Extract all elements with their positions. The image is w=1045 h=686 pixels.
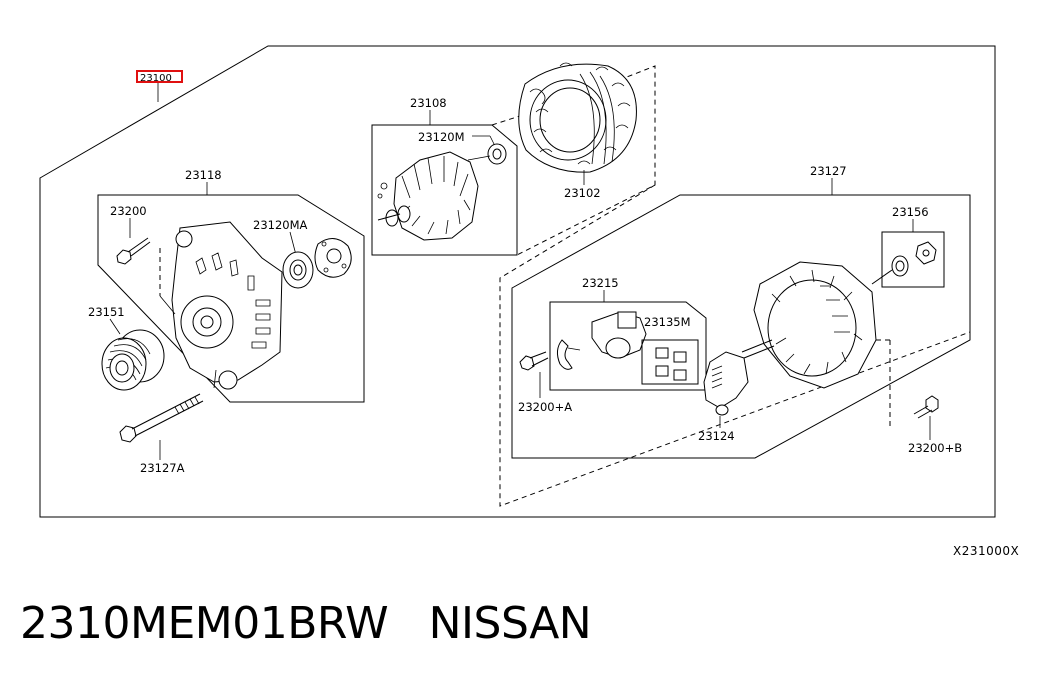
brush-23135M-part (655, 347, 687, 381)
assembly-number-box[interactable] (136, 70, 183, 83)
label-screw-b[interactable]: 23200+B (908, 441, 962, 455)
label-nut-assy[interactable]: 23156 (892, 205, 929, 219)
rotor-23108-part (377, 151, 479, 241)
rectifier-23124-part (703, 339, 775, 416)
label-rectifier[interactable]: 23124 (698, 429, 735, 443)
label-stator[interactable]: 23102 (564, 186, 601, 200)
rear-cover-dash-outline (499, 184, 971, 507)
regulator-group-outline (549, 301, 707, 391)
nut-assy-box (881, 231, 945, 288)
caption-brand: NISSAN (428, 598, 592, 649)
catalog-code: X231000X (953, 544, 1020, 558)
nut-assy-23156-part (871, 241, 937, 285)
label-pulley[interactable]: 23151 (88, 305, 125, 319)
assembly-number[interactable]: 23100 (140, 73, 172, 84)
front-housing-part (171, 221, 283, 390)
brush-box (641, 339, 699, 385)
label-rotor[interactable]: 23108 (410, 96, 447, 110)
armature-group-outline (97, 194, 365, 403)
label-bearing-front[interactable]: 23120M (418, 130, 465, 144)
label-screw-a[interactable]: 23200+A (518, 400, 572, 414)
label-rear-cover[interactable]: 23127 (810, 164, 847, 178)
bearing-23120M-part (467, 143, 507, 165)
rear-cover-23127-part (753, 261, 877, 389)
label-armature[interactable]: 23118 (185, 168, 222, 182)
caption-part-number: 2310MEM01BRW (20, 598, 389, 649)
caption-separator (388, 598, 428, 649)
label-bearing-rear[interactable]: 23120MA (253, 218, 308, 232)
rotor-group-outline (371, 124, 518, 256)
label-brush[interactable]: 23135M (644, 315, 691, 329)
stator-23102-part (518, 62, 637, 173)
through-bolt-23127A-part (119, 393, 204, 443)
label-regulator[interactable]: 23215 (582, 276, 619, 290)
screw-23200B-part (913, 395, 939, 419)
label-screw-main[interactable]: 23200 (110, 204, 147, 218)
retainer-plate-part (314, 238, 352, 278)
screw-23200-part (116, 237, 151, 265)
bearing-23120MA-part (282, 251, 314, 289)
pulley-23151-part (101, 329, 165, 391)
caption: 2310MEM01BRW NISSAN (20, 598, 592, 649)
screw-23200A-part (519, 351, 549, 371)
regulator-23215-part (556, 311, 647, 370)
label-through-bolt[interactable]: 23127A (140, 461, 185, 475)
assembly-frame (39, 45, 996, 518)
rear-cover-group-outline (511, 194, 971, 459)
